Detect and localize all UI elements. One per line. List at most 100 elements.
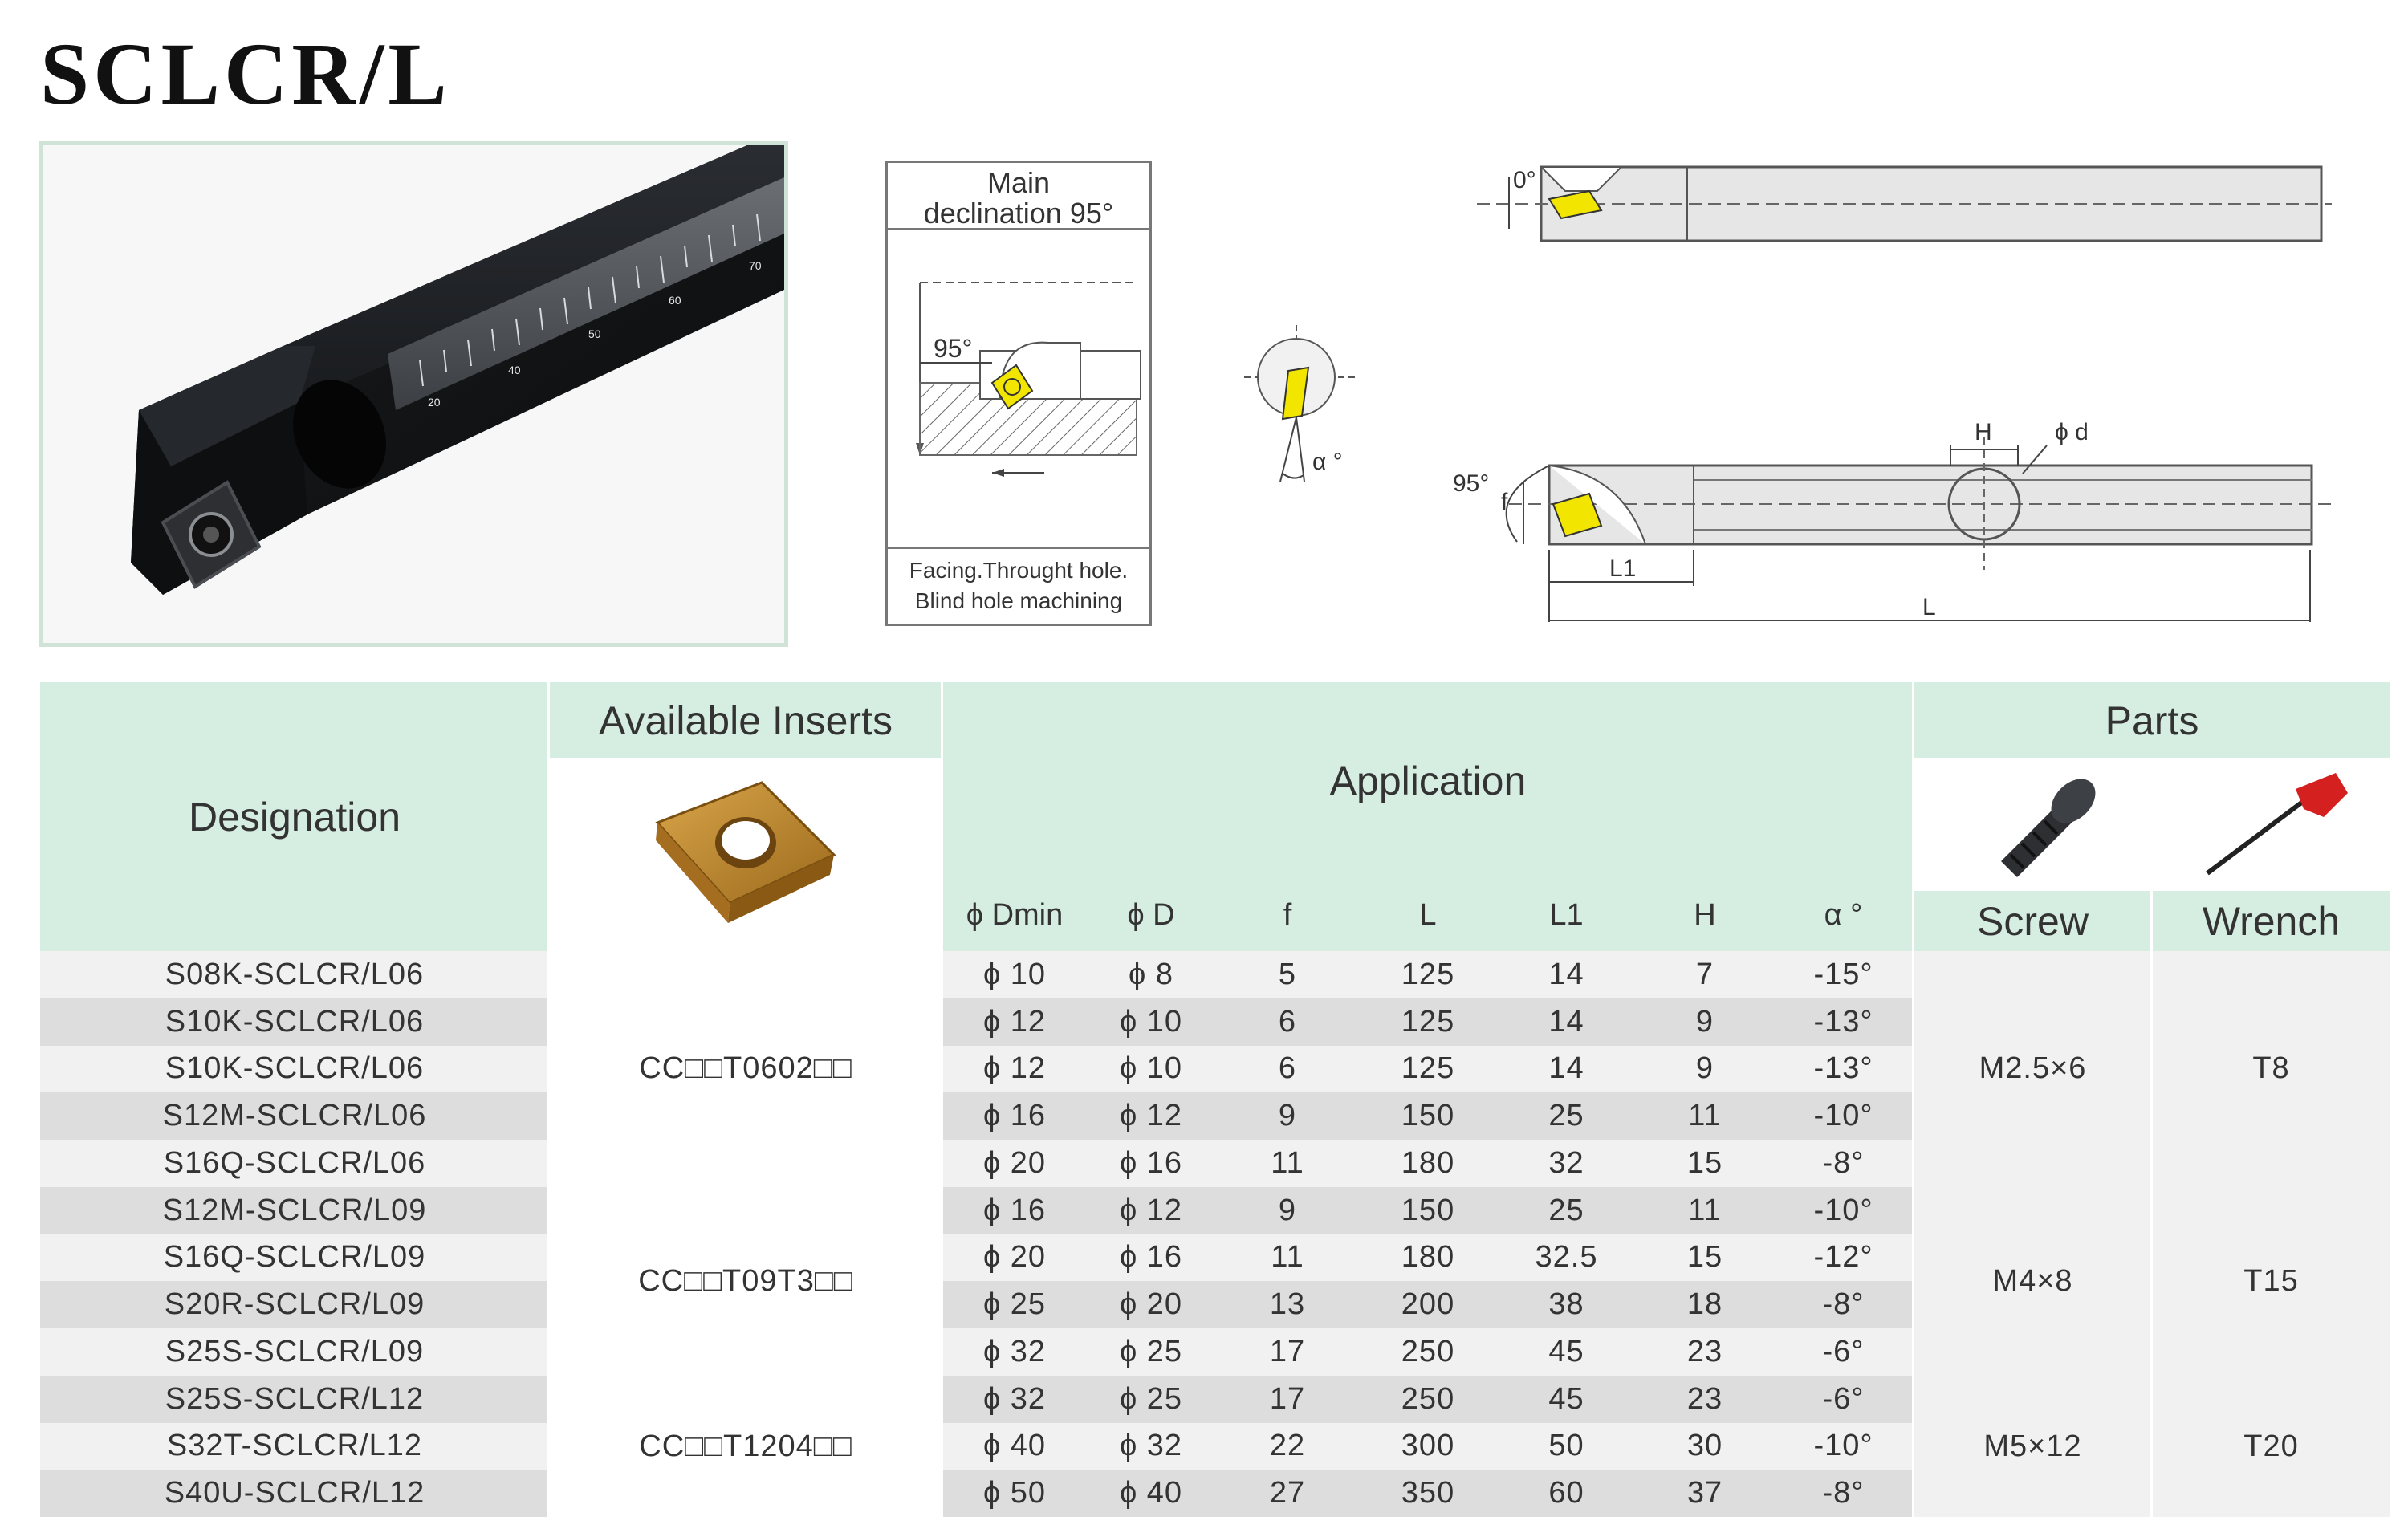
boring-bar-image: 20 40 50 60 70 [131,145,784,595]
application-header: Application [942,682,1914,879]
cell-f: 6 [1278,1051,1297,1086]
cell-f: 17 [1269,1334,1306,1368]
wrench-group-1: T8 [2152,951,2390,1186]
available-inserts-header: Available Inserts [549,682,942,758]
declination-header: Main declination 95° [888,163,1149,230]
col-header-h: H [1637,879,1773,951]
declination-footer: Facing.Throught hole. Blind hole machini… [888,547,1149,624]
tool-photo: 20 40 50 60 70 [39,141,788,647]
L1-label: L1 [1609,555,1636,582]
cell-d: ϕ 10 [1119,1051,1183,1086]
cell-designation: S25S-SCLCR/L12 [165,1381,425,1416]
cell-designation: S10K-SCLCR/L06 [165,1051,425,1086]
insert-icon [655,781,836,923]
cell-designation: S32T-SCLCR/L12 [166,1429,423,1463]
cell-l1: 60 [1548,1476,1584,1511]
cell-l1: 32 [1548,1145,1584,1180]
wrench-icon [2205,772,2348,875]
cell-l1: 50 [1548,1429,1584,1463]
scale-band [388,177,784,410]
cell-alpha: -6° [1822,1334,1865,1368]
cell-l: 200 [1401,1287,1455,1322]
cell-h: 11 [1688,1099,1722,1133]
cell-l1: 45 [1548,1334,1584,1368]
cell-f: 22 [1269,1429,1306,1463]
cell-l1: 25 [1548,1099,1584,1133]
table-row [40,951,1914,998]
alpha-label: α ° [1312,449,1343,475]
cell-f: 27 [1269,1476,1306,1511]
cell-l1: 14 [1548,1051,1584,1086]
cell-h: 15 [1686,1145,1723,1180]
cell-designation: S16Q-SCLCR/L06 [163,1145,426,1180]
cell-l1: 32.5 [1535,1240,1598,1275]
cell-l1: 25 [1548,1193,1584,1227]
cell-d: ϕ 25 [1119,1334,1183,1368]
cell-dmin: ϕ 32 [982,1381,1047,1416]
table-row [40,1140,1914,1187]
screw-photo [1914,758,2152,891]
cell-h: 11 [1688,1193,1722,1227]
cell-h: 9 [1695,1004,1714,1039]
cell-alpha: -8° [1822,1287,1865,1322]
cell-designation: S08K-SCLCR/L06 [165,957,425,991]
cell-d: ϕ 20 [1119,1287,1183,1322]
spec-table: Designation Available Inserts Applicatio… [40,682,2390,1517]
table-row [40,1422,1914,1470]
designation-header: Designation [40,682,549,951]
cell-d: ϕ 12 [1119,1099,1183,1133]
insert-icon [990,364,1034,410]
cell-l: 300 [1401,1429,1455,1463]
cell-dmin: ϕ 40 [982,1429,1047,1463]
cell-dmin: ϕ 50 [982,1476,1047,1511]
cell-f: 9 [1278,1193,1297,1227]
screw-group-1: M2.5×6 [1914,951,2152,1186]
cell-designation: S16Q-SCLCR/L09 [163,1240,426,1275]
parts-header-label: Parts [2105,697,2199,743]
parts-header: Parts [1914,682,2390,758]
scale-mark: 70 [749,259,762,272]
table-row [40,1234,1914,1282]
cell-dmin: ϕ 12 [982,1004,1047,1039]
insert-group-1: CC□□T0602□□ [549,951,942,1186]
cell-l1: 14 [1548,957,1584,991]
scale-mark: 50 [588,327,601,340]
col-header-alpha: α ° [1773,879,1914,951]
cell-l: 250 [1401,1334,1455,1368]
cell-h: 18 [1686,1287,1723,1322]
cell-l: 350 [1401,1476,1455,1511]
screw-header: Screw [1914,891,2152,951]
cell-l1: 14 [1548,1004,1584,1039]
wrench-group-2: T15 [2152,1186,2390,1376]
cell-alpha: -10° [1813,1099,1873,1133]
cell-designation: S10K-SCLCR/L06 [165,1004,425,1039]
cell-alpha: -8° [1822,1476,1865,1511]
wrench-header-label: Wrench [2202,898,2341,944]
cell-alpha: -12° [1813,1240,1873,1275]
table-row [40,1375,1914,1423]
cell-d: ϕ 16 [1119,1240,1183,1275]
side-view-drawing: H ϕ d 95° f L1 L [1453,419,2332,622]
cell-alpha: -8° [1822,1145,1865,1180]
cell-f: 13 [1269,1287,1306,1322]
cell-f: 11 [1271,1240,1304,1275]
L-label: L [1922,594,1936,620]
table-row [40,1328,1914,1376]
cell-f: 11 [1271,1145,1304,1180]
wrench-photo [2152,758,2390,891]
cross-section-diagram: α ° [1244,325,1357,482]
cell-alpha: -6° [1822,1381,1865,1416]
screw-header-label: Screw [1977,898,2089,944]
scale-mark: 20 [428,396,441,409]
cell-alpha: -15° [1813,957,1873,991]
cell-d: ϕ 10 [1119,1004,1183,1039]
cell-d: ϕ 25 [1119,1381,1183,1416]
declination-diagram: 95° [916,282,1141,477]
declination-header-line2: declination 95° [923,197,1114,230]
scale-mark: 40 [508,364,521,376]
main-declination-box: Main declination 95° 95° Facing.Throught… [885,161,1152,626]
cell-f: 9 [1278,1099,1297,1133]
declination-footer-line1: Facing.Throught hole. [909,558,1129,583]
scale-mark: 60 [669,294,681,307]
col-header-l: L [1360,879,1496,951]
